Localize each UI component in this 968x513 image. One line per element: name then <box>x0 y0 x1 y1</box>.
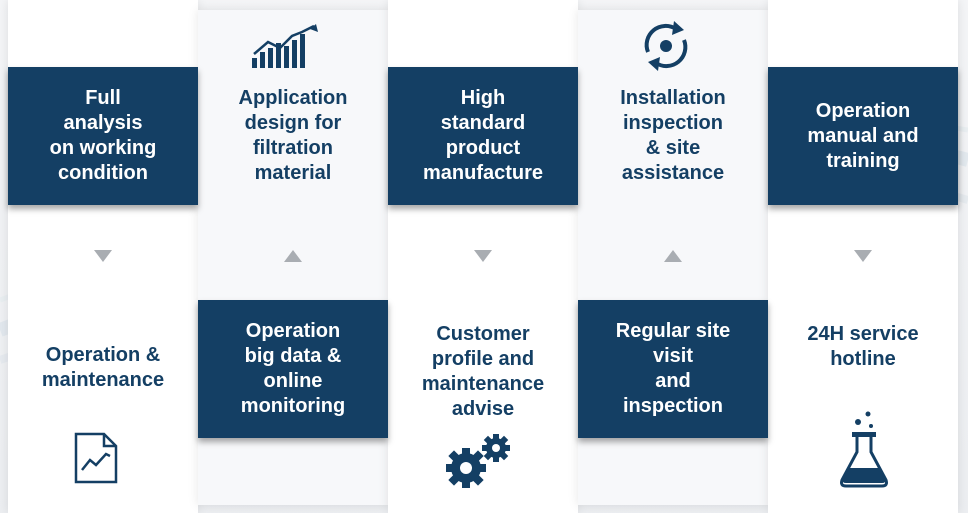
arrow-up-4 <box>664 250 682 262</box>
gears-icon <box>446 434 510 488</box>
service-box-4: Regular site visit and inspection <box>578 300 768 438</box>
step-box-3: High standard product manufacture <box>388 67 578 205</box>
lab-flask-icon <box>840 411 888 488</box>
service-label-3: Customer profile and maintenance advise <box>421 323 545 420</box>
step-label-2: Application design for filtration materi… <box>238 87 348 184</box>
refresh-cycle-icon <box>644 21 688 71</box>
step-box-1: Full analysis on working condition <box>8 67 198 205</box>
service-label-5: 24H service hotline <box>807 323 919 370</box>
step-label-3: High standard product manufacture <box>422 87 544 184</box>
arrow-down-3 <box>474 250 492 262</box>
step-box-5: Operation manual and training <box>768 67 958 205</box>
document-chart-icon <box>74 432 118 484</box>
service-label-4: Regular site visit and inspection <box>615 320 731 417</box>
step-label-1: Full analysis on working condition <box>49 87 157 184</box>
service-label-1: Operation & maintenance <box>41 344 165 391</box>
arrow-down-1 <box>94 250 112 262</box>
arrow-up-2 <box>284 250 302 262</box>
step-label-5: Operation manual and training <box>807 99 919 172</box>
service-box-2: Operation big data & online monitoring <box>198 300 388 438</box>
rising-bar-chart-icon <box>252 24 318 68</box>
arrow-down-5 <box>854 250 872 262</box>
service-label-2: Operation big data & online monitoring <box>240 320 346 417</box>
step-label-4: Installation inspection & site assistanc… <box>620 87 726 184</box>
